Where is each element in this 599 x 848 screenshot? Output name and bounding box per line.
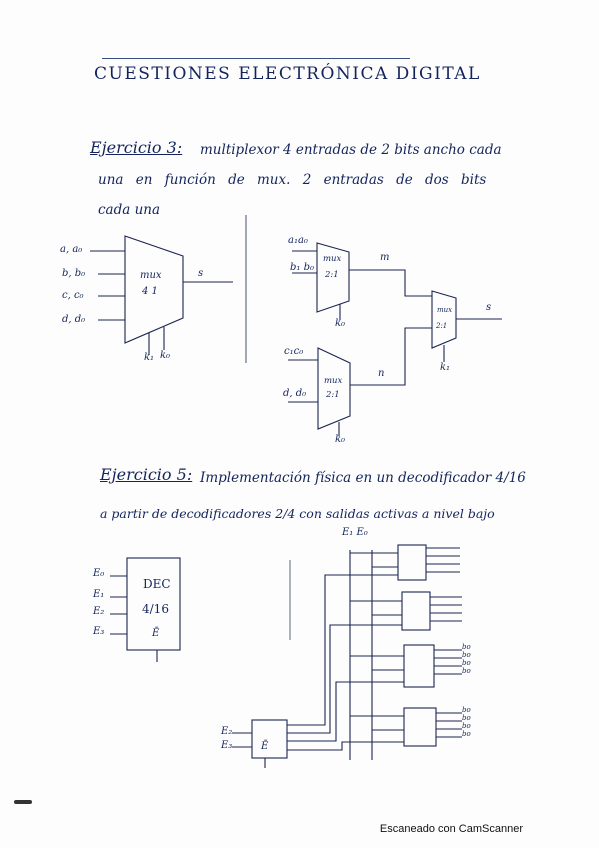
mux-b-input-c: c₁c₀ bbox=[284, 346, 304, 357]
page-title: CUESTIONES ELECTRÓNICA DIGITAL bbox=[94, 64, 481, 84]
dec416-title: DEC bbox=[143, 577, 171, 591]
mux-out-output: s bbox=[486, 302, 492, 313]
output-label: bo bbox=[462, 706, 471, 714]
mux41-label-bottom: 4 1 bbox=[142, 286, 158, 297]
dec-2-4-body bbox=[403, 707, 437, 747]
mux-b-label-bottom: 2:1 bbox=[326, 390, 340, 400]
dec-4-16-body bbox=[126, 557, 181, 651]
scanner-watermark: Escaneado con CamScanner bbox=[379, 823, 523, 835]
title-rule bbox=[102, 58, 410, 59]
enable-wire-1 bbox=[287, 574, 398, 726]
mux-out-body bbox=[431, 290, 457, 349]
output-label: bo bbox=[462, 730, 471, 738]
dec416-input-e3: E₃ bbox=[93, 626, 105, 637]
mux-4-1 bbox=[90, 235, 233, 355]
ex5-line2: a partir de decodificadores 2/4 con sali… bbox=[100, 506, 495, 521]
corner-mark bbox=[14, 800, 32, 804]
dec416-enable: Ē bbox=[152, 628, 160, 639]
output-label: bo bbox=[462, 714, 471, 722]
ex3-line3: cada una bbox=[98, 202, 161, 218]
mux-4-1-body bbox=[124, 235, 184, 344]
mux-b-output-wire bbox=[350, 327, 432, 386]
mux-b-output: n bbox=[378, 368, 385, 379]
mux-a-output-wire bbox=[349, 269, 432, 297]
mux-b-label-top: mux bbox=[324, 376, 343, 386]
enable-wire-2 bbox=[287, 624, 402, 734]
first-dec-2-4 bbox=[232, 574, 404, 768]
mux41-input-b: b, b₀ bbox=[62, 268, 86, 279]
output-label: bo bbox=[462, 667, 471, 675]
dec416-input-e0: E₀ bbox=[93, 568, 105, 579]
dec-2-4-body bbox=[403, 644, 435, 688]
enable-wire-3 bbox=[287, 681, 404, 742]
mux-b-select: k₀ bbox=[335, 434, 346, 445]
mux-b-input-d: d, d₀ bbox=[283, 388, 307, 399]
mux-out-select: k₁ bbox=[440, 362, 451, 373]
mux-a-label-bottom: 2:1 bbox=[325, 270, 339, 280]
mux-out-label-bottom: 2:1 bbox=[436, 322, 448, 330]
mux41-label-top: mux bbox=[140, 270, 162, 281]
dec-2-4-stage bbox=[350, 544, 462, 747]
mux41-input-a: a, a₀ bbox=[60, 244, 83, 255]
output-label: bo bbox=[462, 722, 471, 730]
first-dec-enable: Ē bbox=[261, 741, 269, 752]
mux-a-input-b: b₁ b₀ bbox=[290, 262, 314, 273]
dec416-input-e1: E₁ bbox=[93, 589, 105, 600]
dec416-subtitle: 4/16 bbox=[142, 602, 169, 616]
enable-wire-4 bbox=[287, 741, 404, 751]
dec416-input-e2: E₂ bbox=[93, 606, 105, 617]
ex5-heading: Ejercicio 5: bbox=[100, 465, 193, 484]
first-dec-input-e3: E₃ bbox=[221, 740, 233, 751]
mux-out-label-top: mux bbox=[437, 306, 453, 314]
mux-a-label-top: mux bbox=[323, 254, 342, 264]
mux41-input-c: c, c₀ bbox=[62, 290, 84, 301]
output-label: bo bbox=[462, 643, 471, 651]
output-label: bo bbox=[462, 651, 471, 659]
mux-a-input-a: a₁a₀ bbox=[288, 235, 308, 246]
mux-a bbox=[292, 242, 432, 320]
mux-out bbox=[431, 290, 502, 362]
first-dec-body bbox=[251, 719, 288, 759]
enable-bus-label: E₁ E₀ bbox=[342, 527, 368, 538]
mux41-select-k0: k₀ bbox=[160, 350, 171, 361]
mux-a-body bbox=[316, 242, 350, 313]
ex3-heading: Ejercicio 3: bbox=[90, 138, 183, 157]
mux-a-output: m bbox=[380, 252, 390, 263]
dec-2-4-body bbox=[401, 591, 431, 631]
ex3-line1: multiplexor 4 entradas de 2 bits ancho c… bbox=[200, 142, 502, 158]
ex5-line1: Implementación física en un decodificado… bbox=[200, 470, 526, 486]
mux41-select-k1: k₁ bbox=[144, 352, 155, 363]
dec-4-16 bbox=[110, 557, 181, 662]
mux-a-select: k₀ bbox=[335, 318, 346, 329]
mux41-output: s bbox=[198, 268, 204, 279]
ex3-line2: una en función de mux. 2 entradas de dos… bbox=[98, 172, 487, 188]
mux-b-body bbox=[317, 347, 351, 430]
first-dec-input-e2: E₂ bbox=[221, 726, 233, 737]
dec-2-4-body bbox=[397, 544, 427, 581]
output-label: bo bbox=[462, 659, 471, 667]
mux41-input-d: d, d₀ bbox=[62, 314, 86, 325]
mux-b bbox=[288, 327, 432, 436]
